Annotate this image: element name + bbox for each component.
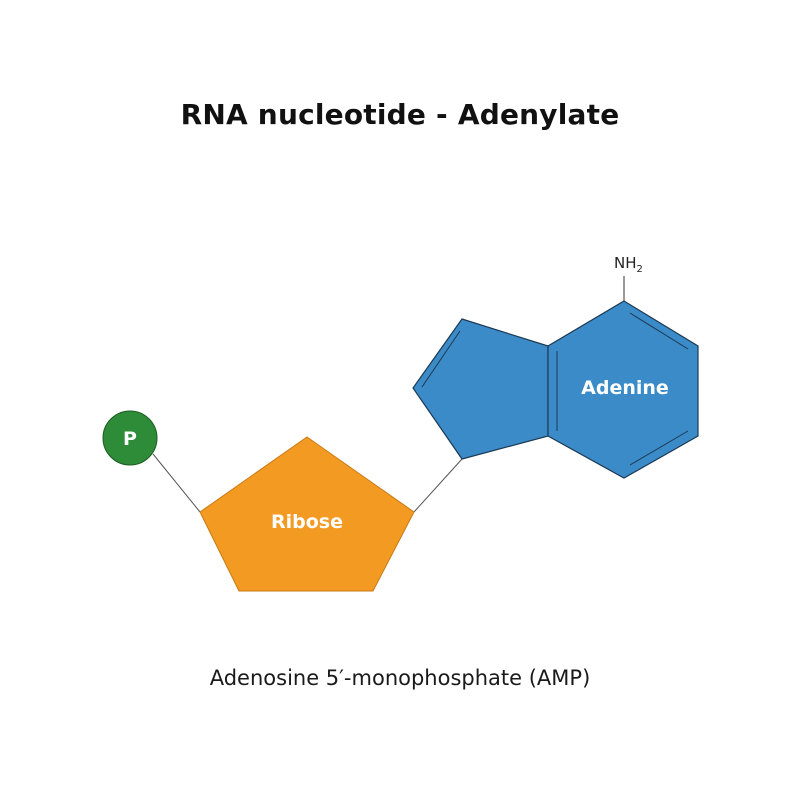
adenine-double-bond xyxy=(629,312,689,350)
phosphate-ribose-bond xyxy=(152,453,201,513)
adenine-label: Adenine xyxy=(581,377,669,399)
phosphate-label: P xyxy=(123,428,137,450)
ribose-adenine-bond xyxy=(413,458,463,513)
amine-label-subscript: 2 xyxy=(637,264,643,275)
amine-label-main: NH xyxy=(614,254,637,272)
adenine-five-ring xyxy=(412,318,549,460)
adenine-double-bond xyxy=(421,330,461,388)
phosphate-circle xyxy=(102,410,158,466)
adenine-six-ring xyxy=(547,300,699,479)
ribose-pentagon xyxy=(199,436,415,592)
amine-label: NH2 xyxy=(614,254,643,275)
ribose-label: Ribose xyxy=(271,511,343,533)
diagram-title: RNA nucleotide - Adenylate xyxy=(180,98,620,131)
adenine-double-bond xyxy=(629,430,689,466)
diagram-caption: Adenosine 5′-monophosphate (AMP) xyxy=(209,666,591,690)
